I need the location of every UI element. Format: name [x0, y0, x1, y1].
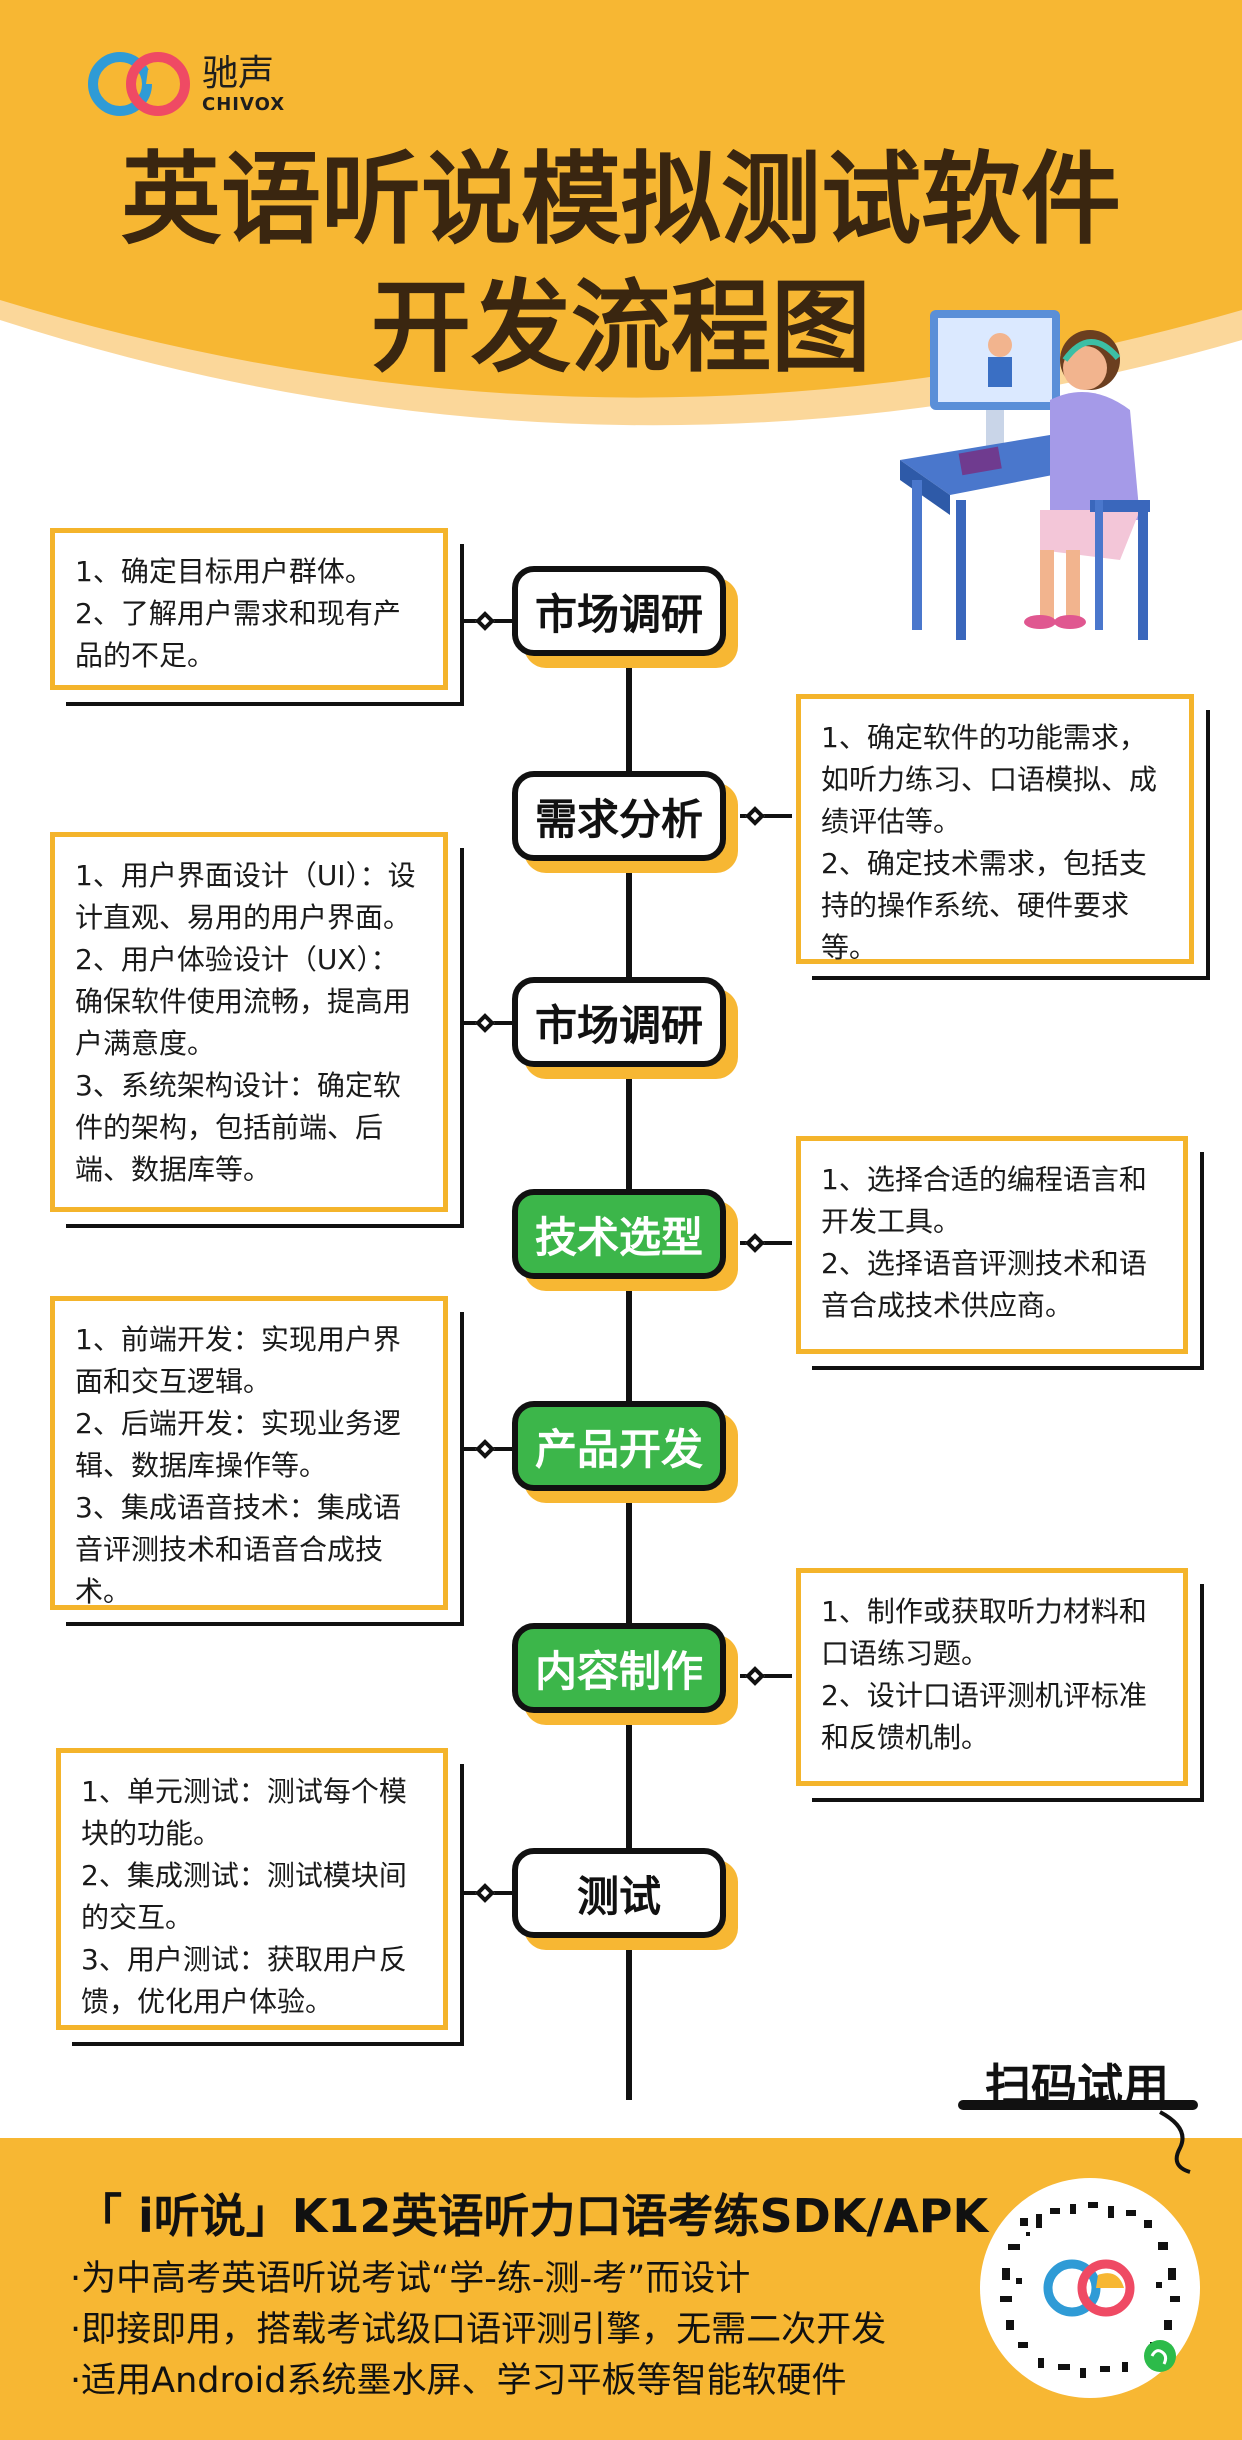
- qr-code-icon: [1000, 2202, 1180, 2378]
- note-5-line-2: 2、后端开发：实现业务逻辑、数据库操作等。: [75, 1407, 401, 1482]
- step-4-button[interactable]: 技术选型: [512, 1189, 726, 1279]
- note-box-2: 1、确定软件的功能需求，如听力练习、口语模拟、成绩评估等。 2、确定技术需求，包…: [796, 694, 1194, 964]
- brand-name-en: CHIVOX: [202, 94, 286, 115]
- note-5-line-3: 3、集成语音技术：集成语音评测技术和语音合成技术。: [75, 1491, 401, 1608]
- note-3-line-2: 2、用户体验设计（UX）：确保软件使用流畅，提高用户满意度。: [75, 943, 412, 1060]
- step-1-button[interactable]: 市场调研: [512, 566, 726, 656]
- step-7-button[interactable]: 测试: [512, 1848, 726, 1938]
- note-2-line-2: 2、确定技术需求，包括支持的操作系统、硬件要求等。: [821, 847, 1147, 964]
- timeline-spine: [626, 640, 632, 2100]
- step-6-button[interactable]: 内容制作: [512, 1623, 726, 1713]
- page-title-line-2: 开发流程图: [371, 269, 871, 386]
- note-box-3: 1、用户界面设计（UI）：设计直观、易用的用户界面。 2、用户体验设计（UX）：…: [50, 832, 448, 1212]
- chivox-logo-icon: [88, 52, 190, 116]
- page-title-line-1: 英语听说模拟测试软件: [121, 141, 1121, 258]
- footer-line-1: ·为中高考英语听说考试“学-练-测-考”而设计: [70, 2259, 751, 2299]
- note-box-6: 1、制作或获取听力材料和口语练习题。 2、设计口语评测机评标准和反馈机制。: [796, 1568, 1188, 1786]
- step-5-button[interactable]: 产品开发: [512, 1401, 726, 1491]
- mini-program-qr-code[interactable]: [980, 2178, 1200, 2398]
- diamond-2-icon: [745, 806, 765, 826]
- diamond-3-icon: [475, 1013, 495, 1033]
- note-3-line-1: 1、用户界面设计（UI）：设计直观、易用的用户界面。: [75, 859, 416, 934]
- curly-arrow-icon: [1159, 2110, 1191, 2174]
- brand-logo: 驰声 CHIVOX: [86, 50, 285, 120]
- note-1-line-1: 1、确定目标用户群体。: [75, 555, 373, 588]
- connector-2: [740, 814, 792, 818]
- note-7-line-1: 1、单元测试：测试每个模块的功能。: [81, 1775, 407, 1850]
- diamond-1-icon: [475, 611, 495, 631]
- note-4-line-2: 2、选择语音评测技术和语音合成技术供应商。: [821, 1247, 1147, 1322]
- scan-underline: [958, 2100, 1198, 2110]
- diamond-6-icon: [745, 1666, 765, 1686]
- connector-6: [740, 1674, 792, 1678]
- diamond-4-icon: [745, 1233, 765, 1253]
- note-box-7: 1、单元测试：测试每个模块的功能。 2、集成测试：测试模块间的交互。 3、用户测…: [56, 1748, 448, 2030]
- step-2-button[interactable]: 需求分析: [512, 771, 726, 861]
- diamond-5-icon: [475, 1439, 495, 1459]
- note-6-line-2: 2、设计口语评测机评标准和反馈机制。: [821, 1679, 1147, 1754]
- note-1-line-2: 2、了解用户需求和现有产品的不足。: [75, 597, 401, 672]
- note-4-line-1: 1、选择合适的编程语言和开发工具。: [821, 1163, 1147, 1238]
- student-at-desk-illustration: [900, 310, 1150, 640]
- footer-title: 「 i听说」K12英语听力口语考练SDK/APK: [76, 2189, 989, 2243]
- footer-line-3: ·适用Android系统墨水屏、学习平板等智能软硬件: [70, 2361, 847, 2401]
- note-box-5: 1、前端开发：实现用户界面和交互逻辑。 2、后端开发：实现业务逻辑、数据库操作等…: [50, 1296, 448, 1610]
- note-5-line-1: 1、前端开发：实现用户界面和交互逻辑。: [75, 1323, 401, 1398]
- brand-name-cn: 驰声: [202, 53, 275, 94]
- diamond-7-icon: [475, 1883, 495, 1903]
- note-7-line-2: 2、集成测试：测试模块间的交互。: [81, 1859, 407, 1934]
- connector-4: [740, 1241, 792, 1245]
- step-3-button[interactable]: 市场调研: [512, 977, 726, 1067]
- note-box-4: 1、选择合适的编程语言和开发工具。 2、选择语音评测技术和语音合成技术供应商。: [796, 1136, 1188, 1354]
- note-2-line-1: 1、确定软件的功能需求，如听力练习、口语模拟、成绩评估等。: [821, 721, 1158, 838]
- note-3-line-3: 3、系统架构设计：确定软件的架构，包括前端、后端、数据库等。: [75, 1069, 401, 1186]
- note-6-line-1: 1、制作或获取听力材料和口语练习题。: [821, 1595, 1147, 1670]
- note-box-1: 1、确定目标用户群体。 2、了解用户需求和现有产品的不足。: [50, 528, 448, 690]
- footer-line-2: ·即接即用，搭载考试级口语评测引擎，无需二次开发: [70, 2310, 887, 2350]
- note-7-line-3: 3、用户测试：获取用户反馈，优化用户体验。: [81, 1943, 407, 2018]
